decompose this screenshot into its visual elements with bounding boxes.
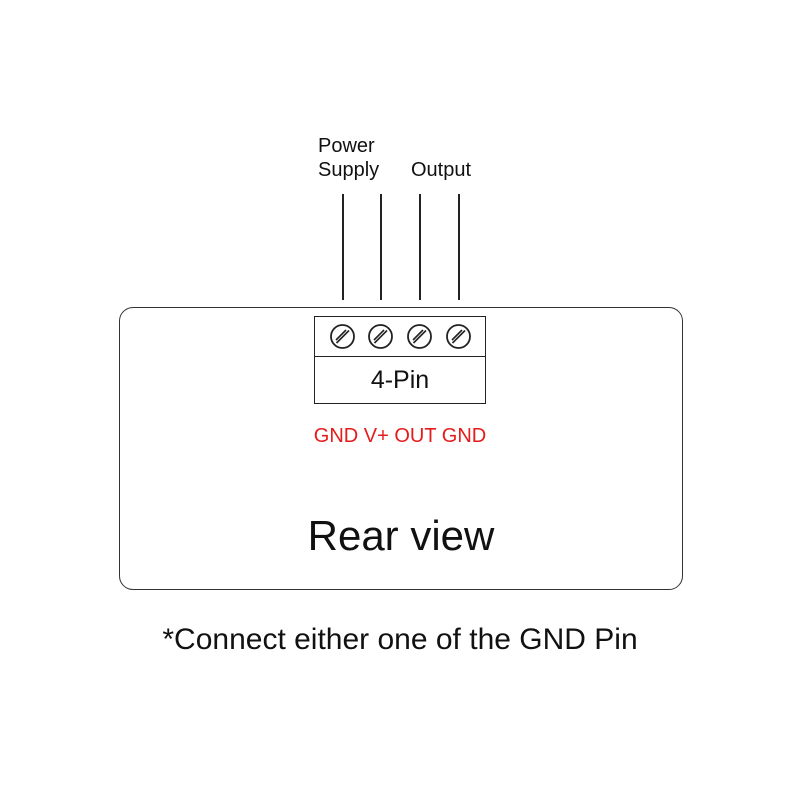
wire-v-plus bbox=[380, 194, 382, 300]
terminal-screw-row bbox=[315, 317, 485, 357]
wire-out bbox=[419, 194, 421, 300]
terminal-label: 4-Pin bbox=[370, 366, 430, 394]
footnote: *Connect either one of the GND Pin bbox=[162, 623, 638, 656]
output-label: Output bbox=[411, 159, 472, 181]
view-label: Rear view bbox=[307, 512, 495, 559]
power-supply-label-line2: Supply bbox=[318, 159, 380, 181]
screw-terminal-icon bbox=[368, 324, 393, 349]
power-supply-label-line1: Power bbox=[318, 135, 375, 157]
screw-terminal-icon bbox=[446, 324, 471, 349]
terminal-block: 4-Pin bbox=[314, 316, 486, 404]
pin-assignment-label: GND V+ OUT GND bbox=[313, 425, 487, 447]
wire-gnd-2 bbox=[458, 194, 460, 300]
screw-terminal-icon bbox=[330, 324, 355, 349]
wire-gnd bbox=[342, 194, 344, 300]
screw-terminal-icon bbox=[407, 324, 432, 349]
